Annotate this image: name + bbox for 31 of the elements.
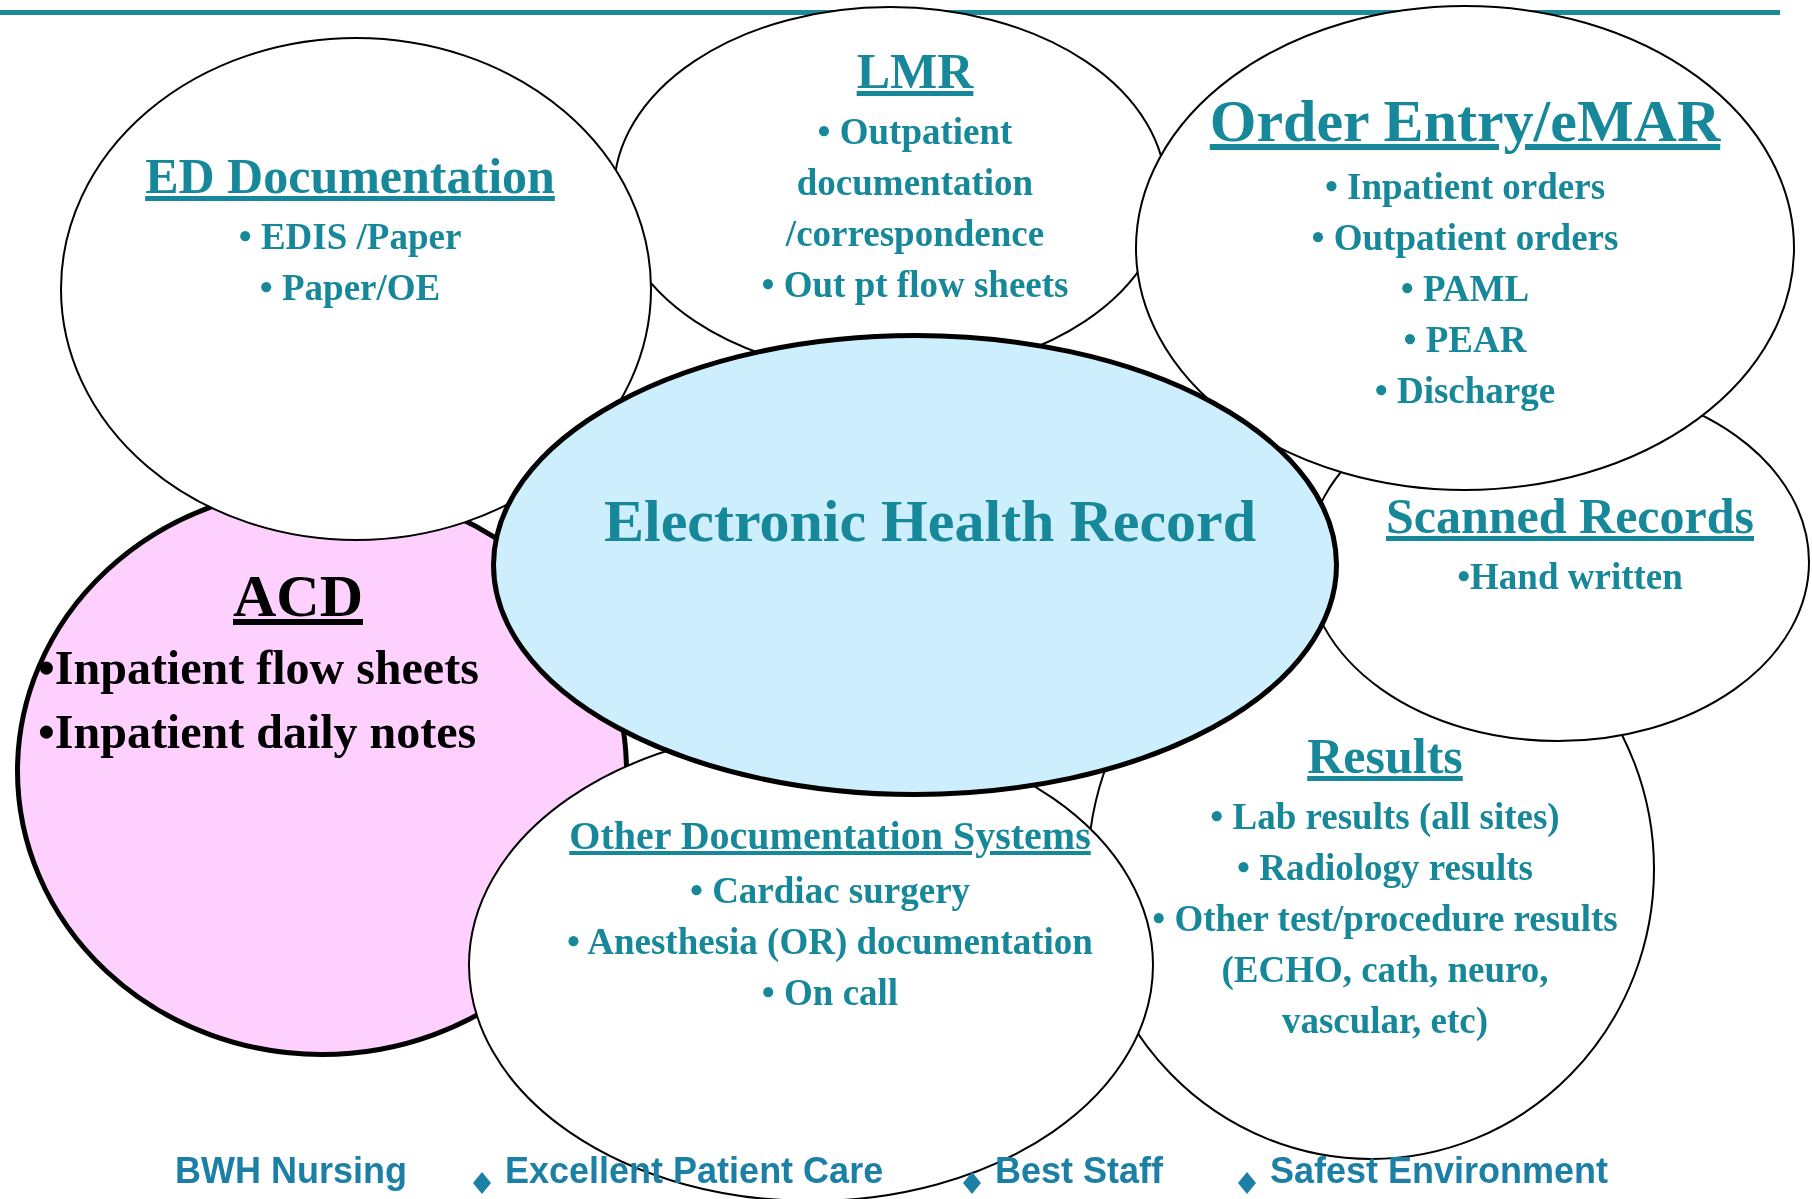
section-heading: Other Documentation Systems <box>568 815 1092 857</box>
footer-text: Best Staff <box>995 1150 1164 1192</box>
bullet-item: • Outpatient documentation /correspondence <box>784 109 1046 256</box>
bullet-item: • Radiology results <box>1236 845 1534 890</box>
bullet-item: •Hand written <box>1456 554 1684 599</box>
bullet-item: • Lab results (all sites) <box>1209 794 1561 839</box>
bullet-item: •Inpatient flow sheets <box>38 640 480 696</box>
bullet-item: • Discharge <box>1373 369 1557 413</box>
bullet-item: • PAML <box>1399 267 1531 311</box>
bullet-item: • Cardiac surgery <box>688 869 972 913</box>
bullet-item: • Out pt flow sheets <box>760 262 1070 307</box>
bullet-item: • Inpatient orders <box>1323 165 1607 209</box>
bullet-item: • EDIS /Paper <box>237 214 463 259</box>
bullet-item: • Paper/OE <box>258 265 442 310</box>
bullet-item: • Outpatient orders <box>1310 216 1620 260</box>
bullet-item: • Anesthesia (OR) documentation <box>566 920 1094 964</box>
footer-text: Safest Environment <box>1270 1150 1609 1192</box>
footer-text: Excellent Patient Care <box>505 1150 884 1192</box>
footer-text: BWH Nursing <box>175 1150 407 1192</box>
bullet-item: •Inpatient daily notes <box>38 704 478 760</box>
section-heading: Results <box>1306 730 1464 783</box>
bullet-item: • Other test/procedure results (ECHO, cath, neuro, vascular, etc) <box>1151 896 1619 1043</box>
bullet-item: • PEAR <box>1402 318 1528 362</box>
center-title: Electronic Health Record <box>602 490 1258 553</box>
section-heading: LMR <box>855 45 975 98</box>
section-heading: Scanned Records <box>1384 490 1756 543</box>
bullet-item: • On call <box>760 971 900 1015</box>
section-heading: ED Documentation <box>144 150 556 203</box>
topic-bubble <box>1135 5 1795 491</box>
section-heading: ACD <box>232 565 364 628</box>
section-heading: Order Entry/eMAR <box>1208 90 1722 153</box>
